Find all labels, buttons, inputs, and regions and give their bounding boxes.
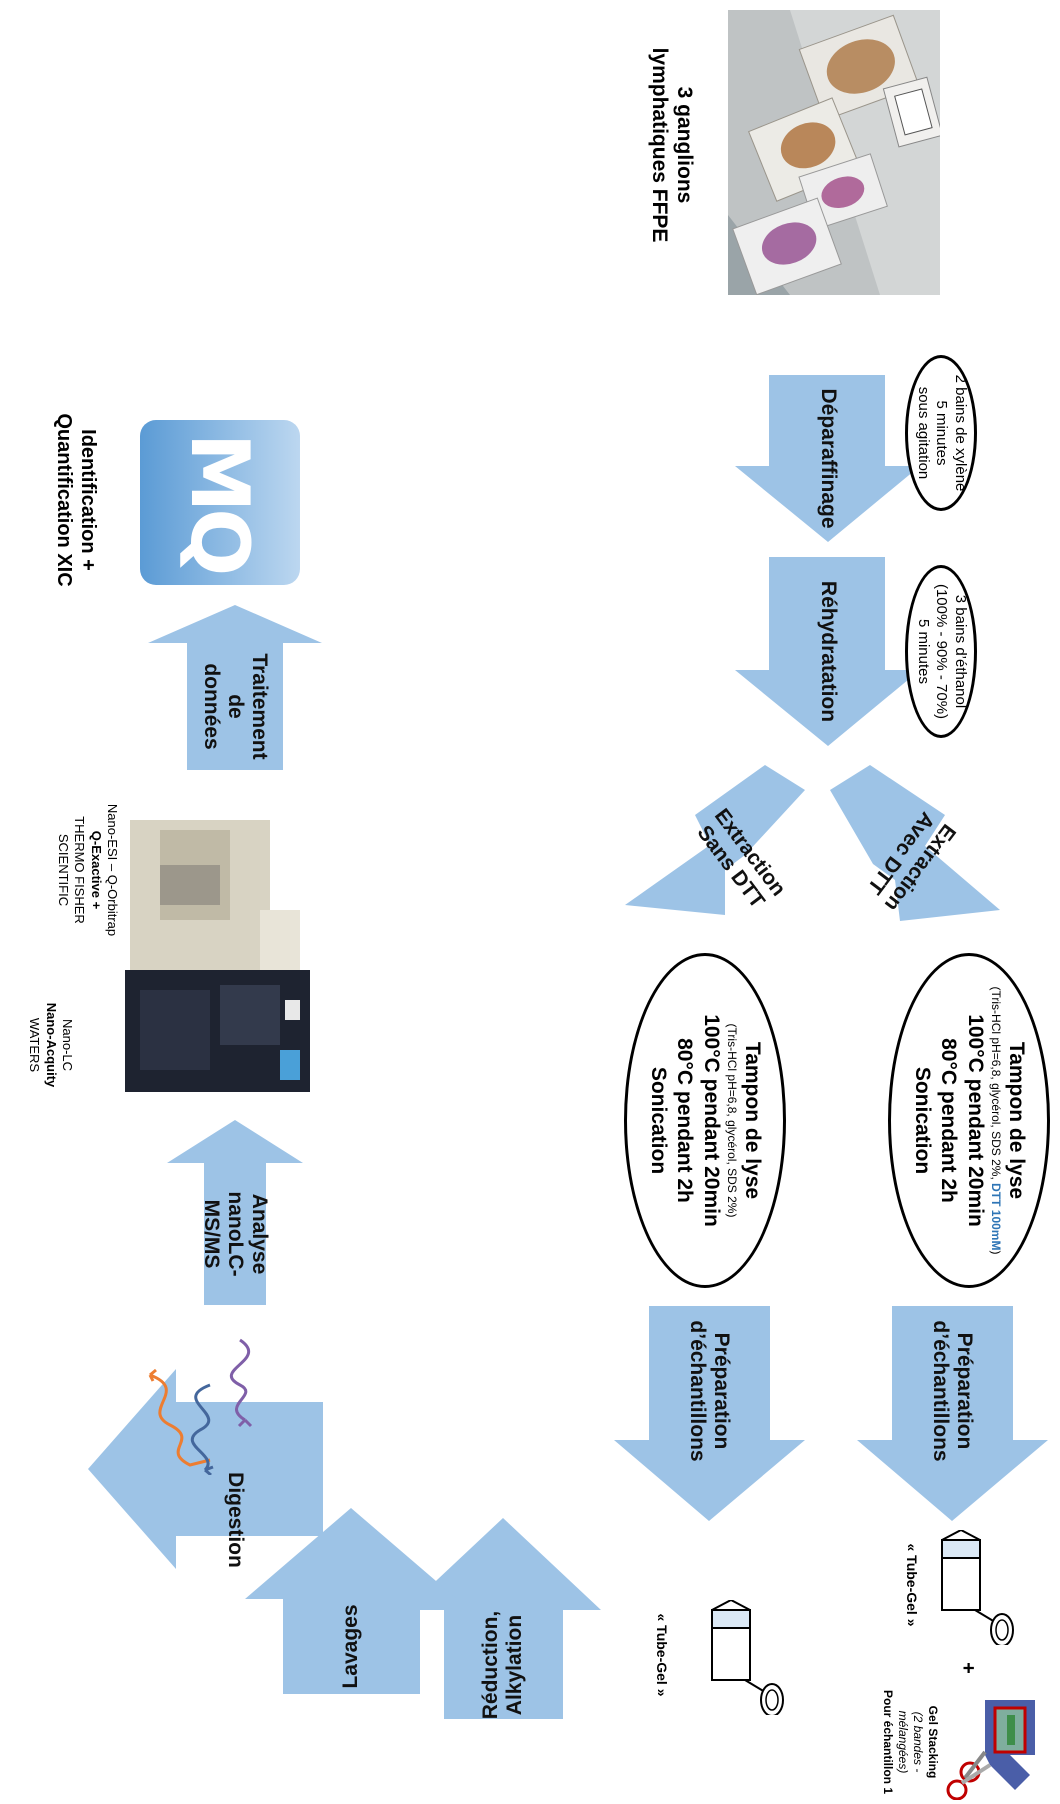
instrument-ms-line3: THERMO FISHER (72, 816, 88, 924)
traitement-label: Traitement de données (187, 643, 283, 770)
extraction-sans-arrow (625, 765, 805, 915)
identification-line1: Identification + (77, 429, 99, 571)
lyse-avec-buffer: (Tris-HCl pH=6,8, glycérol, SDS 2%, DTT … (988, 987, 1003, 1255)
ffpe-slides-photo (728, 10, 940, 295)
analyse-arrow (167, 1120, 303, 1305)
deparaffinage-arrow (735, 375, 920, 542)
preparation-top-line1: Préparation (953, 1332, 977, 1450)
preparation-arrow-top (857, 1306, 1048, 1521)
gel-stacking-line3: Pour échantillon 1 (881, 1689, 895, 1794)
rehydratation-cond-2: (100% - 90% - 70%) (933, 583, 951, 720)
plus-sign: + (957, 1662, 979, 1674)
peptides-icon (148, 1338, 253, 1475)
traitement-arrow (148, 605, 322, 770)
deparaffinage-cond-3: sous agitation (914, 386, 932, 480)
gel-stacking-line1: Gel Stacking (926, 1705, 940, 1779)
preparation-bottom-line2: d’échantillons (686, 1320, 709, 1462)
tube-gel-bottom-icon (711, 1600, 784, 1715)
rehydratation-label: Réhydratation (817, 580, 841, 723)
deparaffinage-cond-2: 5 minutes (933, 400, 951, 466)
instrument-ms-line2: Q-Exactive + (88, 830, 104, 910)
lyse-avec-line2: 80°C pendant 2h (937, 1038, 961, 1203)
extraction-avec-arrow (830, 765, 1000, 921)
reduction-arrow-shape (405, 1518, 601, 1719)
reduction-line1: Réduction, (478, 1610, 502, 1720)
lyse-avec-line1: 100°C pendant 20min (963, 1014, 987, 1227)
traitement-line1: Traitement de (224, 653, 272, 760)
lyse-sans-title: Tampon de lyse (741, 1041, 764, 1200)
instrument-lc-caption: Nano-LC Nano-Acquity WATERS (26, 990, 76, 1100)
gel-stacking-label: Gel Stacking (2 bandes - mélangées) Pour… (880, 1680, 940, 1804)
lyse-sans-dtt-ellipse: Tampon de lyse (Tris-HCl pH=6,8, glycéro… (624, 953, 786, 1288)
traitement-line2: données (199, 663, 223, 750)
preparation-top-label: Préparation d’échantillons (904, 1306, 1000, 1476)
tube-gel-top-label: « Tube-Gel » (904, 1543, 920, 1627)
instrument-lc-line2: Nano-Acquity (43, 1002, 59, 1088)
preparation-bottom-label: Préparation d’échantillons (661, 1306, 757, 1476)
instrument-photo (125, 820, 310, 1092)
maxquant-logo: MQ (140, 420, 300, 585)
lyse-sans-buffer: (Tris-HCl pH=6,8, glycérol, SDS 2%) (724, 1023, 739, 1218)
gel-stacking-line2: (2 bandes - mélangées) (896, 1710, 925, 1774)
analyse-label: Analyse nanoLC-MS/MS (200, 1163, 271, 1305)
lyse-avec-buffer-dtt: DTT 100mM (988, 1183, 1003, 1251)
lyse-avec-buffer-text: (Tris-HCl pH=6,8, glycérol, SDS 2%, (988, 986, 1003, 1184)
analyse-line1: Analyse (248, 1193, 272, 1275)
instrument-ms-caption: Nano-ESI – Q-Orbitrap Q-Exactive + THERM… (55, 790, 120, 950)
preparation-bottom-line1: Préparation (710, 1332, 734, 1450)
preparation-arrow-bottom (614, 1306, 805, 1521)
lyse-sans-line2: 80°C pendant 2h (673, 1038, 697, 1203)
identification-line2: Quantification XIC (53, 413, 75, 587)
deparaffinage-conditions: 2 bains de xylène 5 minutes sous agitati… (905, 355, 977, 511)
lyse-sans-line1: 100°C pendant 20min (699, 1014, 723, 1227)
rehydratation-conditions: 3 bains d’éthanol (100% - 90% - 70%) 5 m… (905, 565, 977, 738)
instrument-ms-line1: Nano-ESI – Q-Orbitrap (105, 803, 120, 937)
deparaffinage-label: Déparaffinage (817, 388, 841, 529)
analyse-line2: nanoLC-MS/MS (199, 1191, 248, 1277)
rehydratation-cond-3: 5 minutes (914, 618, 932, 685)
lyse-sans-line3: Sonication (647, 1066, 671, 1175)
lyse-avec-title: Tampon de lyse (1005, 1041, 1028, 1200)
rehydratation-cond-1: 3 bains d’éthanol (952, 594, 970, 709)
instrument-ms-line4: SCIENTIFIC (56, 833, 72, 907)
lavages-label: Lavages (338, 1604, 362, 1689)
lyse-avec-buffer-end: ) (988, 1250, 1003, 1255)
identification-title: Identification + Quantification XIC (52, 390, 100, 610)
reduction-label: Réduction, Alkylation (451, 1610, 555, 1720)
instrument-lc-line3: WATERS (27, 1017, 43, 1073)
gel-stacking-icon (946, 1700, 1035, 1800)
preparation-top-line2: d’échantillons (929, 1320, 952, 1462)
rehydratation-arrow (735, 557, 920, 746)
lyse-avec-line3: Sonication (911, 1066, 935, 1175)
deparaffinage-cond-1: 2 bains de xylène (952, 374, 970, 492)
maxquant-logo-text: MQ (173, 432, 267, 573)
lyse-avec-dtt-ellipse: Tampon de lyse (Tris-HCl pH=6,8, glycéro… (888, 953, 1050, 1288)
tube-gel-top-icon (941, 1530, 1014, 1645)
tube-gel-bottom-label: « Tube-Gel » (654, 1613, 670, 1697)
instrument-lc-line1: Nano-LC (60, 1018, 75, 1072)
reduction-line2: Alkylation (503, 1614, 526, 1716)
lavages-arrow (245, 1508, 457, 1694)
